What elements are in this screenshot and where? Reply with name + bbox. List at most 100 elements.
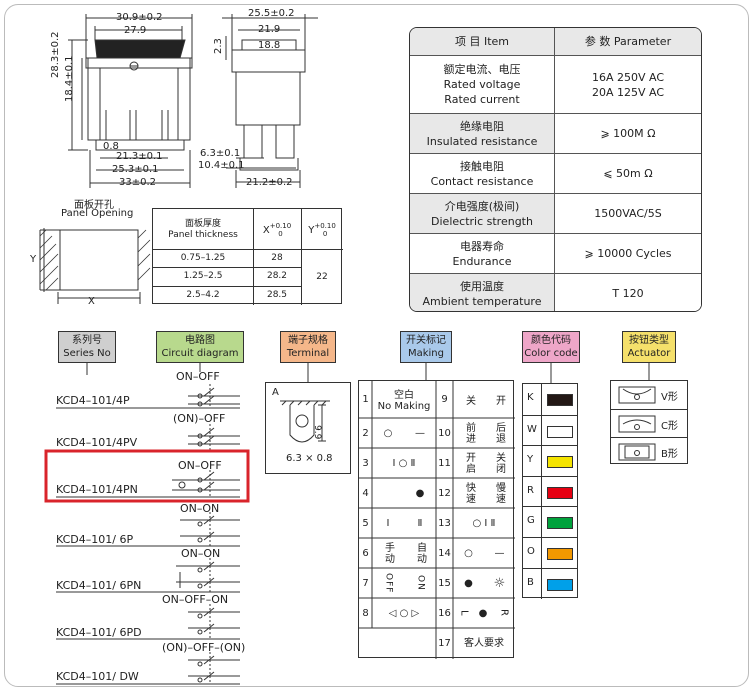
- model-kcd4-101-4pv: KCD4–101/4PV: [56, 436, 138, 449]
- terminal-dim-size: 6.3 × 0.8: [286, 453, 333, 464]
- making-num-14: 14: [438, 547, 451, 559]
- param-header-item: 项 目 Item: [410, 28, 555, 55]
- panel-x-label: X: [88, 296, 95, 307]
- making-num-1: 1: [362, 394, 369, 405]
- making-15a: ●: [464, 577, 473, 589]
- model-kcd4-101-dw: KCD4–101/ DW: [56, 670, 139, 683]
- dim-pin-span-2: 25.3±0.1: [112, 164, 159, 175]
- making-num-2: 2: [362, 427, 369, 439]
- making-num-3: 3: [362, 457, 369, 469]
- making-num-13: 13: [438, 517, 451, 529]
- thickness-row-2: 1.25–2.5: [183, 271, 223, 281]
- making-num-10: 10: [438, 427, 451, 439]
- color-row: B: [523, 568, 577, 598]
- making-num-7: 7: [362, 577, 369, 589]
- making-num-5: 5: [362, 517, 369, 529]
- making-14b: —: [494, 547, 505, 559]
- making-10a: 前进: [463, 422, 475, 444]
- thickness-row-1: 0.75–1.25: [180, 252, 226, 263]
- circuit-label-7: (ON)–OFF–(ON): [162, 641, 246, 654]
- making-16a: L: [458, 609, 470, 617]
- dim-side-width: 25.5±0.2: [248, 8, 295, 19]
- dim-inner-width: 27.9: [124, 25, 147, 36]
- actuator-b-icon: [618, 443, 656, 461]
- actuator-row: C形: [611, 409, 687, 437]
- x-row-2: 28.2: [266, 271, 288, 281]
- making-11a: 开启: [463, 452, 475, 474]
- color-row: W: [523, 415, 577, 445]
- making-10b: 后退: [493, 422, 505, 444]
- making-4: ●: [415, 487, 425, 499]
- color-row: Y: [523, 445, 577, 475]
- param-row: 介电强度(极间)Dielectric strength 1500VAC/5S: [410, 193, 701, 233]
- making-num-9: 9: [441, 394, 448, 405]
- making-5b: Ⅱ: [417, 517, 423, 529]
- making-grid: [359, 381, 515, 659]
- circuit-label-2: (ON)–OFF: [173, 412, 226, 425]
- dim-side-width-2: 21.9: [258, 24, 281, 35]
- making-12b: 慢速: [493, 482, 505, 504]
- color-row: O: [523, 537, 577, 567]
- making-num-4: 4: [362, 487, 369, 499]
- dim-pin-gap: 0.8: [103, 141, 119, 152]
- model-kcd4-101-6pd: KCD4–101/ 6PD: [56, 626, 142, 639]
- making-9b: 开: [493, 394, 505, 406]
- making-num-8: 8: [362, 607, 369, 619]
- actuator-table: V形 C形 B形: [610, 380, 688, 464]
- actuator-row: B形: [611, 437, 687, 465]
- actuator-v-icon: [618, 386, 656, 404]
- color-swatch: [547, 517, 573, 529]
- param-header-parameter: 参 数 Parameter: [584, 35, 672, 48]
- making-num-6: 6: [362, 547, 369, 559]
- terminal-label-a: A: [272, 387, 279, 398]
- making-7b: ON: [415, 575, 426, 591]
- panel-opening-title-en: Panel Opening: [61, 208, 134, 219]
- dim-side-base-width: 21.2±0.2: [246, 177, 293, 188]
- making-9a: 关: [463, 394, 475, 406]
- making-2b: —: [415, 427, 425, 439]
- color-swatch: [547, 579, 573, 591]
- making-16b: ●: [478, 607, 488, 619]
- making-8: ◁ ○ ▷: [388, 607, 420, 619]
- making-12a: 快速: [463, 482, 475, 504]
- highlight-box: [44, 449, 250, 503]
- color-row: G: [523, 506, 577, 536]
- making-6b: 自动: [414, 542, 426, 564]
- switch-symbol: [188, 384, 240, 408]
- color-row: R: [523, 476, 577, 506]
- color-swatch: [547, 426, 573, 438]
- dim-pin-span-1: 21.3±0.1: [116, 151, 163, 162]
- making-num-11: 11: [438, 457, 451, 469]
- terminal-drawing: [280, 400, 330, 443]
- panel-y-label: Y: [30, 254, 37, 265]
- circuit-label-6: ON–OFF–ON: [162, 593, 229, 606]
- color-swatch: [547, 548, 573, 560]
- making-2a: ○: [383, 427, 393, 439]
- color-swatch: [547, 456, 573, 468]
- dim-side-width-3: 18.8: [258, 40, 281, 51]
- making-num-15: 15: [438, 577, 451, 589]
- x-row-1: 28: [271, 252, 283, 263]
- dim-overall-width: 30.9±0.2: [116, 12, 163, 23]
- terminal-dim-height: 9.9: [312, 425, 322, 440]
- thickness-row-3: 2.5–4.2: [186, 289, 220, 300]
- param-header-row: 项 目 Item 参 数 Parameter: [410, 28, 701, 55]
